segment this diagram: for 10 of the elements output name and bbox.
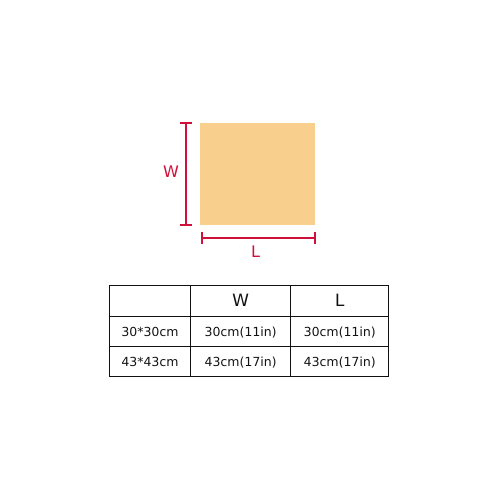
table-cell-text: 43cm(17in): [304, 354, 376, 369]
table-cell-text: 30*30cm: [121, 324, 178, 339]
dimension-label: W: [163, 163, 179, 181]
table-cell-text: 43cm(17in): [204, 354, 277, 369]
column-header: L: [334, 291, 344, 311]
table-cell-text: 30cm(11in): [304, 324, 376, 339]
table-cell-text: 30cm(11in): [204, 324, 277, 339]
dimension-label: L: [251, 243, 260, 261]
table-cell-text: 43*43cm: [121, 354, 178, 369]
column-header: W: [232, 291, 249, 311]
